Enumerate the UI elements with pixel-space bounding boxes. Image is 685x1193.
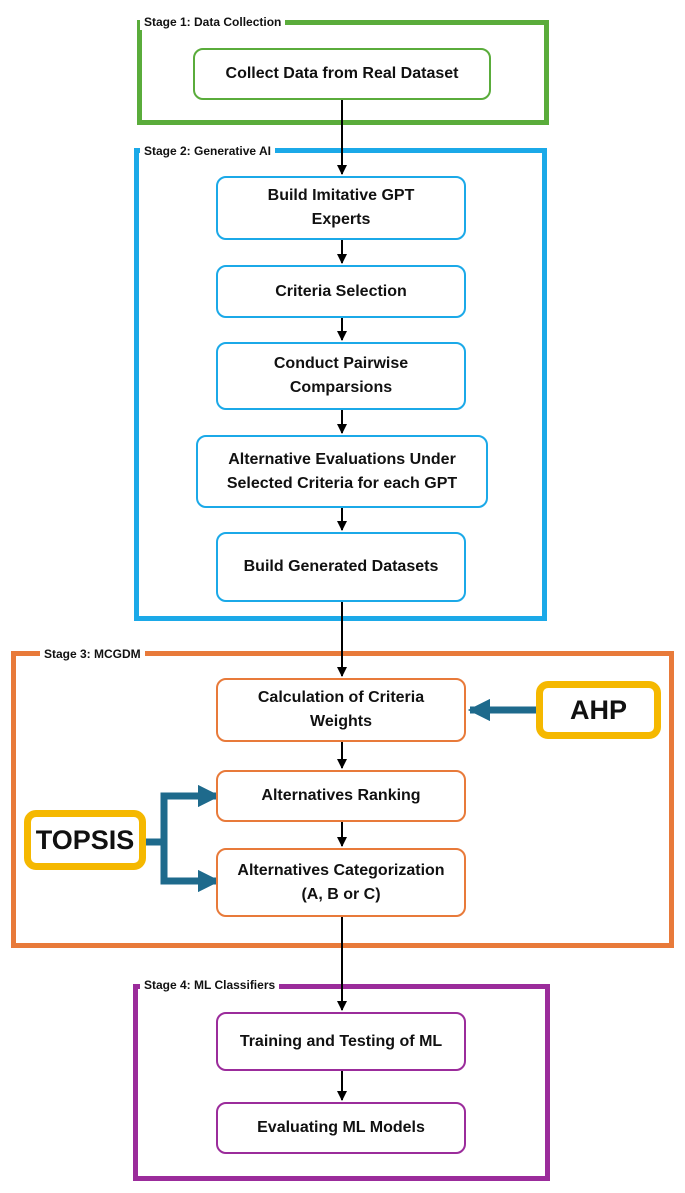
node-evaluating-ml-models: Evaluating ML Models [216, 1102, 466, 1154]
node-alternative-evaluations: Alternative Evaluations Under Selected C… [196, 435, 488, 508]
node-conduct-pairwise-comparisons: Conduct Pairwise Comparsions [216, 342, 466, 410]
stage-2-container [134, 148, 547, 621]
node-criteria-selection: Criteria Selection [216, 265, 466, 318]
node-calculation-criteria-weights: Calculation of Criteria Weights [216, 678, 466, 742]
method-topsis-box: TOPSIS [24, 810, 146, 870]
node-alternatives-ranking: Alternatives Ranking [216, 770, 466, 822]
node-build-generated-datasets: Build Generated Datasets [216, 532, 466, 602]
stage-2-label: Stage 2: Generative AI [140, 143, 275, 159]
arrow-topsis-to-ranking [144, 784, 221, 846]
arrow-topsis-to-categorization [160, 842, 221, 893]
node-alternatives-categorization: Alternatives Categorization (A, B or C) [216, 848, 466, 917]
stage-1-label: Stage 1: Data Collection [140, 14, 286, 30]
method-ahp-box: AHP [536, 681, 661, 739]
node-build-imitative-gpt-experts: Build Imitative GPT Experts [216, 176, 466, 240]
stage-3-label: Stage 3: MCGDM [40, 646, 145, 662]
node-training-testing-ml: Training and Testing of ML [216, 1012, 466, 1071]
stage-4-label: Stage 4: ML Classifiers [140, 977, 280, 993]
node-collect-data: Collect Data from Real Dataset [193, 48, 491, 100]
